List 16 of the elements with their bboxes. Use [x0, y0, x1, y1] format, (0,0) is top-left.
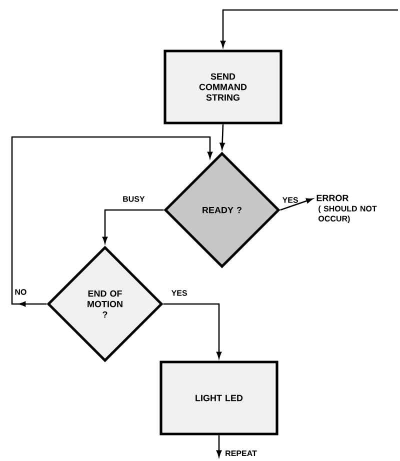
arrow [163, 303, 222, 358]
process-box: LIGHT LED [160, 360, 278, 436]
arrow [280, 198, 313, 211]
arrow [220, 124, 225, 150]
edge-label: BUSY [123, 196, 145, 202]
process-box: SEND COMMAND STRING [164, 50, 282, 124]
arrow [11, 136, 213, 307]
arrow [220, 9, 398, 48]
edge-label: REPEAT [226, 450, 257, 456]
arrow [216, 435, 222, 457]
edge-label: YES [282, 197, 298, 203]
edge-label: YES [171, 290, 187, 296]
note-text: ( SHOULD NOT OCCUR) [318, 206, 377, 224]
arrow [102, 209, 164, 244]
edge-label: NO [15, 289, 26, 295]
outcome-text: ERROR [316, 194, 349, 202]
